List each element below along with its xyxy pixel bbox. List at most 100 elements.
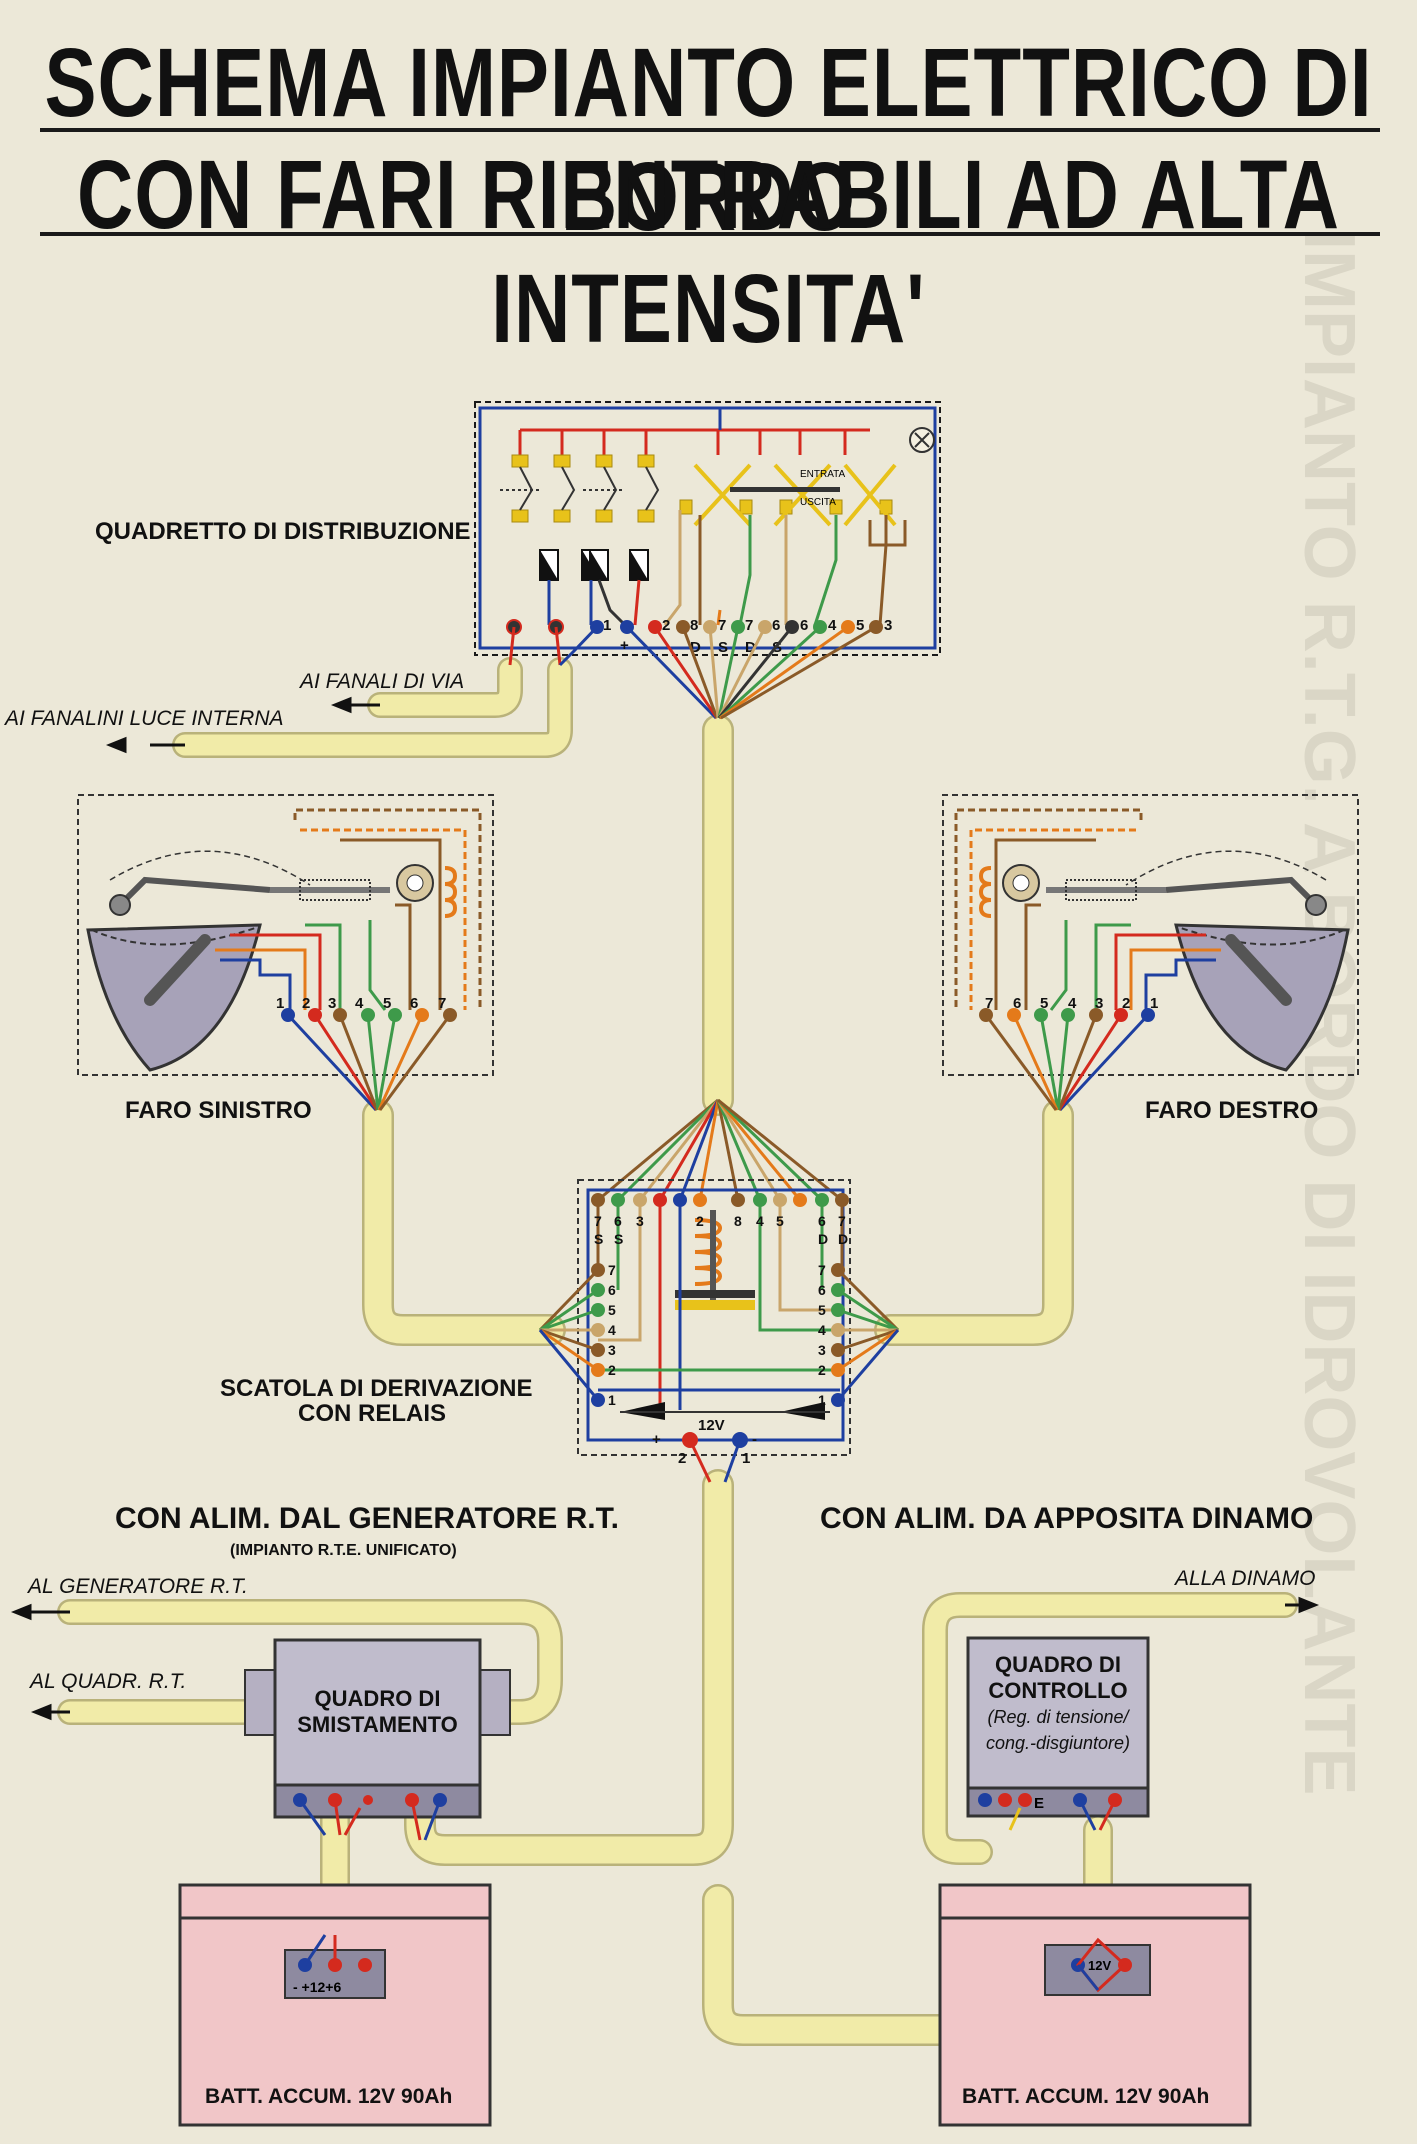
faro-sinistro-terminal-label: 1 — [276, 995, 284, 1012]
cable-faro-destro — [874, 1099, 1074, 1346]
quadretto-distribuzione: ENTRATA USCITA — [474, 401, 941, 720]
alla-dinamo-label: ALLA DINAMO — [1175, 1567, 1316, 1590]
scatola-derivazione: 7 6 3 S S 2 8 4 5 6 7 D D — [538, 1098, 900, 1483]
quadro-controllo-line1: QUADRO DI — [995, 1652, 1121, 1677]
faro-destro-terminal-label: 4 — [1068, 995, 1077, 1012]
scatola-side-label: 2 — [608, 1362, 616, 1378]
battery-right-label: BATT. ACCUM. 12V 90Ah — [962, 2085, 1210, 2108]
quadro-controllo-line4: cong.-disgiuntore) — [985, 1733, 1131, 1753]
scatola-side-label: 3 — [818, 1342, 826, 1358]
quadro-smistamento — [244, 1638, 511, 1841]
scatola-side-label: 5 — [818, 1302, 826, 1318]
faro-destro-terminal-label: 7 — [985, 995, 993, 1012]
faro-sinistro-terminal-label: 7 — [438, 995, 446, 1012]
faro-sinistro-terminal-label: 2 — [302, 995, 310, 1012]
fanalini-label: AI FANALINI LUCE INTERNA — [5, 707, 284, 730]
title-line-2: CON FARI RIENTRABILI AD ALTA INTENSITA' — [77, 139, 1340, 363]
scatola-top-label: S — [614, 1231, 623, 1247]
uscita-label: USCITA — [800, 497, 836, 508]
faro-destro-terminal-label: 2 — [1122, 995, 1130, 1012]
alim-generatore-heading: CON ALIM. DAL GENERATORE R.T. — [115, 1502, 619, 1535]
scatola-volt-label: 12V — [698, 1417, 725, 1434]
quadro-smistamento-line1: QUADRO DI — [314, 1686, 441, 1711]
scatola-bottom-label: 2 — [678, 1450, 686, 1467]
scatola-side-label: 3 — [608, 1342, 616, 1358]
scatola-top-label: 8 — [734, 1213, 742, 1229]
scatola-side-label: 4 — [608, 1322, 616, 1338]
al-generatore-label: AL GENERATORE R.T. — [28, 1575, 248, 1598]
quadretto-terminal-label: 6 — [800, 617, 808, 634]
quadretto-terminal-label: S — [718, 639, 728, 656]
relay-coil-icon — [694, 1218, 723, 1286]
faro-destro-terminal-label: 3 — [1095, 995, 1103, 1012]
scatola-top-label: 7 — [594, 1213, 602, 1229]
scatola-top-label: 5 — [776, 1213, 784, 1229]
cable-sheaths — [57, 657, 1298, 2046]
scatola-bottom-label: + — [652, 1431, 661, 1448]
title-line-1: SCHEMA IMPIANTO ELETTRICO DI BORDO — [44, 27, 1373, 251]
al-quadr-label: AL QUADR. R.T. — [30, 1670, 187, 1693]
scatola-side-label: 7 — [818, 1262, 826, 1278]
quadretto-terminal-label: D — [745, 639, 756, 656]
scatola-label-line1: SCATOLA DI DERIVAZIONE — [220, 1375, 533, 1402]
battery-left: - +12+6 — [178, 1883, 492, 2127]
faro-destro-assembly — [942, 794, 1359, 1112]
quadretto-terminal-label: 6 — [772, 617, 780, 634]
quadro-smistamento-line2: SMISTAMENTO — [297, 1712, 458, 1737]
faro-sinistro-terminal-label: 3 — [328, 995, 336, 1012]
faro-destro-terminal-label: 6 — [1013, 995, 1021, 1012]
scatola-bottom-label: 1 — [742, 1450, 750, 1467]
scatola-top-label: D — [818, 1231, 828, 1247]
quadretto-terminal-label: 3 — [884, 617, 892, 634]
fanali-via-label: AI FANALI DI VIA — [300, 670, 465, 693]
quadretto-label: QUADRETTO DI DISTRIBUZIONE — [95, 518, 471, 545]
scatola-side-label: 2 — [818, 1362, 826, 1378]
scatola-top-label: D — [838, 1231, 848, 1247]
faro-destro-terminal-label: 5 — [1040, 995, 1048, 1012]
quadretto-terminal-label: 7 — [718, 617, 726, 634]
scatola-top-label: 3 — [636, 1213, 644, 1229]
battery-left-terminal-labels: - +12+6 — [293, 1979, 341, 1995]
scatola-top-label: 6 — [614, 1213, 622, 1229]
entrata-label: ENTRATA — [800, 469, 846, 480]
scatola-bottom-label: - — [752, 1431, 757, 1448]
impianto-unificato-label: (IMPIANTO R.T.E. UNIFICATO) — [230, 1542, 457, 1559]
scatola-side-label: 4 — [818, 1322, 826, 1338]
headlamp-right-icon — [1174, 923, 1350, 1072]
scatola-top-label: 6 — [818, 1213, 826, 1229]
terminal-e-label: E — [1034, 1795, 1044, 1812]
quadretto-terminal-label: 7 — [745, 617, 753, 634]
scatola-side-label: 6 — [818, 1282, 826, 1298]
battery-left-label: BATT. ACCUM. 12V 90Ah — [205, 2085, 453, 2108]
scatola-left-terminals — [591, 1263, 605, 1407]
quadro-controllo-line2: CONTROLLO — [988, 1678, 1128, 1703]
scatola-top-terminals — [591, 1193, 849, 1207]
quadretto-terminal-label: 4 — [828, 617, 837, 634]
fuse-icons — [539, 549, 649, 581]
faro-sinistro-terminal-label: 5 — [383, 995, 391, 1012]
quadretto-terminal-label: 1 — [603, 617, 611, 634]
scatola-top-label: 4 — [756, 1213, 764, 1229]
quadro-controllo: E — [966, 1636, 1150, 1831]
scatola-label-line2: CON RELAIS — [298, 1400, 447, 1427]
quadretto-terminal-label: 5 — [856, 617, 864, 634]
title-rule-2 — [40, 232, 1380, 236]
quadro-controllo-line3: (Reg. di tensione/ — [987, 1707, 1129, 1727]
scatola-top-label: 2 — [696, 1213, 704, 1229]
scatola-side-label: 1 — [818, 1392, 826, 1408]
faro-sinistro-label: FARO SINISTRO — [125, 1097, 312, 1124]
quadretto-terminal-label: D — [690, 639, 701, 656]
alim-dinamo-heading: CON ALIM. DA APPOSITA DINAMO — [820, 1502, 1314, 1535]
cable-faro-sinistro — [362, 1099, 566, 1346]
scatola-top-label: S — [594, 1231, 603, 1247]
faro-sinistro-terminal-label: 4 — [355, 995, 364, 1012]
quadretto-terminal-label: 8 — [690, 617, 698, 634]
scatola-side-label: 7 — [608, 1262, 616, 1278]
faro-destro-label: FARO DESTRO — [1145, 1097, 1319, 1124]
faro-sinistro-terminal-label: 6 — [410, 995, 418, 1012]
quadro-smistamento-title: QUADRO DI SMISTAMENTO — [275, 1686, 480, 1738]
quadretto-terminal-label: + — [620, 637, 629, 654]
cable-arrows — [10, 696, 1320, 1721]
scatola-side-label: 1 — [608, 1392, 616, 1408]
quadro-controllo-title: QUADRO DI CONTROLLO (Reg. di tensione/ c… — [968, 1652, 1148, 1756]
